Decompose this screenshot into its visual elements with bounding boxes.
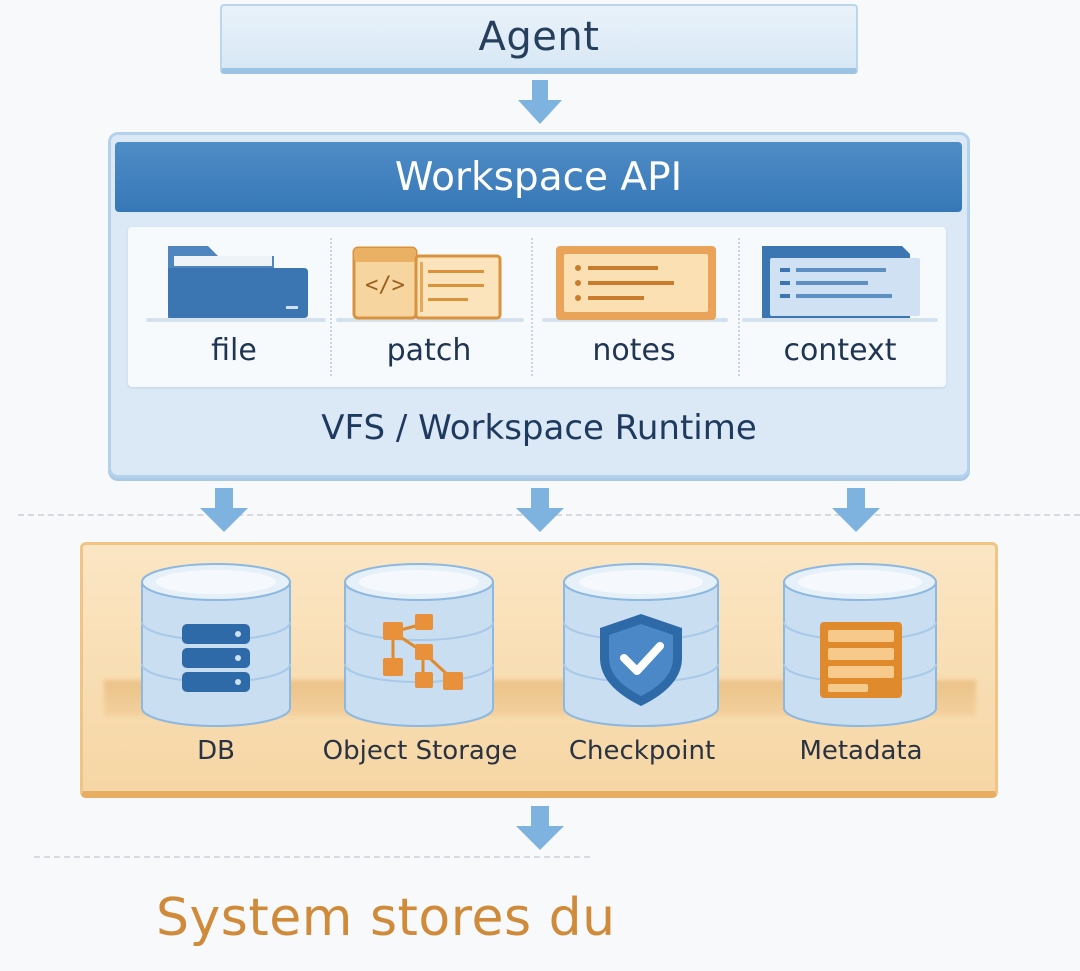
shield-check-icon (563, 563, 719, 727)
storage-label-db: DB (197, 736, 235, 766)
footer-caption: System stores du (156, 888, 616, 948)
tool-label-notes: notes (592, 333, 676, 368)
notes-icon (542, 246, 728, 322)
down-arrow-icon (516, 488, 564, 532)
tool-label-patch: patch (386, 333, 472, 368)
storage-label-metadata: Metadata (799, 736, 923, 766)
folder-icon (146, 246, 326, 322)
tool-divider (330, 238, 332, 376)
separator-line-bottom (34, 856, 590, 858)
object-graph-icon (344, 563, 494, 727)
down-arrow-icon (200, 488, 248, 532)
storage-label-checkpoint: Checkpoint (568, 736, 716, 766)
agent-box: Agent (220, 4, 858, 74)
database-stack-icon (141, 563, 291, 727)
workspace-api-title: Workspace API (394, 154, 683, 200)
code-patch-icon: </> (336, 246, 524, 322)
svg-text:</>: </> (365, 273, 405, 298)
tool-label-context: context (783, 333, 897, 368)
tool-label-file: file (211, 333, 257, 368)
down-arrow-icon (832, 488, 880, 532)
runtime-label: VFS / Workspace Runtime (321, 408, 757, 448)
metadata-list-icon (783, 563, 937, 727)
storage-label-object-storage: Object Storage (322, 736, 518, 766)
down-arrow-icon (518, 80, 562, 124)
tool-divider (738, 238, 740, 376)
down-arrow-icon (516, 806, 564, 850)
tool-divider (531, 238, 533, 376)
agent-label: Agent (478, 14, 600, 60)
workspace-api-header: Workspace API (115, 142, 962, 212)
context-window-icon (742, 246, 938, 322)
